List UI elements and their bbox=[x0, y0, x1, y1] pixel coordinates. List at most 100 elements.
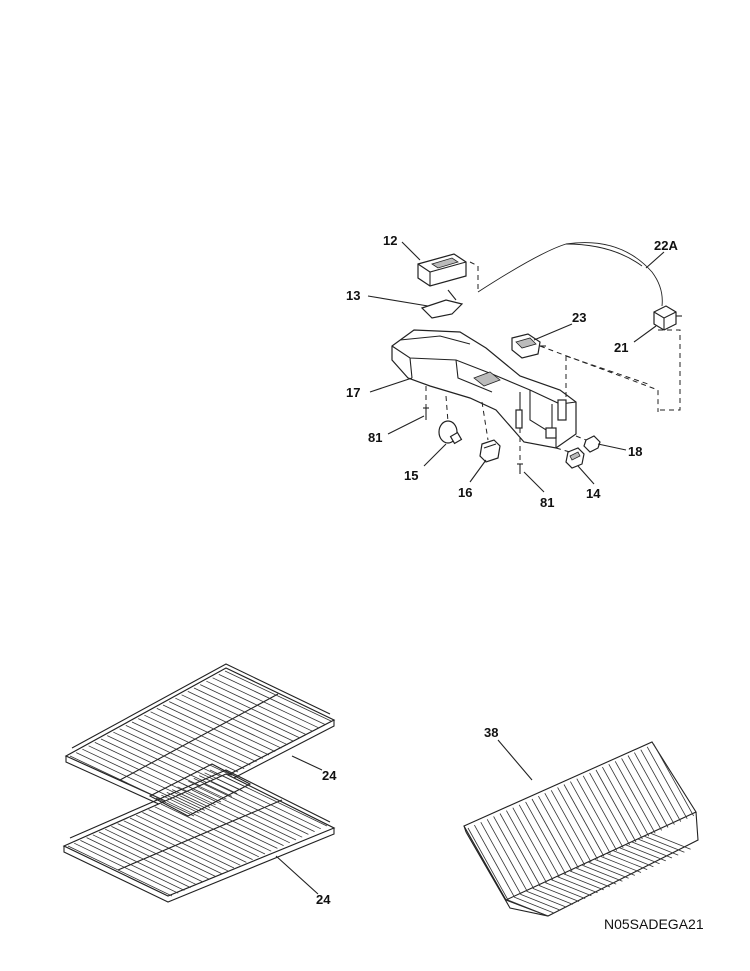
assembly-dashed-lines bbox=[425, 261, 681, 464]
shelf-support-grid bbox=[148, 763, 252, 817]
rack-wire bbox=[467, 827, 509, 901]
label-24-a: 24 bbox=[322, 768, 337, 783]
support-wire bbox=[172, 789, 211, 808]
shelf-wire bbox=[113, 731, 220, 783]
rack-wire bbox=[619, 847, 660, 865]
shelf-wire bbox=[107, 735, 214, 786]
shelf-wire bbox=[179, 795, 284, 846]
rack-wire bbox=[631, 841, 673, 859]
drawing-code: N05SADEGA21 bbox=[604, 916, 704, 932]
shelf-wire bbox=[162, 704, 270, 756]
leader-lines bbox=[367, 241, 665, 493]
rack-wire bbox=[570, 781, 611, 854]
label-23: 23 bbox=[572, 310, 586, 325]
shelf-wire bbox=[173, 798, 278, 849]
part-38-wine-rack: 38 bbox=[463, 725, 699, 917]
support-wire bbox=[166, 792, 205, 811]
label-81-a: 81 bbox=[368, 430, 382, 445]
label-15: 15 bbox=[404, 468, 418, 483]
part-12-cap bbox=[417, 253, 467, 287]
rack-wire bbox=[499, 813, 541, 886]
part-21-control bbox=[653, 305, 682, 331]
support-wire bbox=[182, 783, 222, 803]
label-16: 16 bbox=[458, 485, 472, 500]
shelf-wire bbox=[144, 714, 251, 766]
rack-wire bbox=[474, 824, 515, 898]
shelf-wire bbox=[167, 800, 272, 852]
shelf-wire bbox=[169, 701, 276, 752]
shelf-wire bbox=[82, 748, 189, 800]
support-wire bbox=[193, 778, 232, 797]
shelf-wire bbox=[69, 755, 177, 807]
rack-wire bbox=[538, 885, 580, 902]
support-wire bbox=[155, 797, 195, 817]
shelf-wire bbox=[198, 786, 303, 838]
shelf-wire bbox=[142, 812, 247, 863]
shelf-wire bbox=[74, 842, 179, 894]
rack-wire bbox=[589, 772, 630, 846]
label-38: 38 bbox=[484, 725, 498, 740]
shelf-wire bbox=[218, 674, 325, 725]
rack-wire bbox=[627, 755, 669, 828]
part-24-shelf-lower bbox=[62, 769, 336, 903]
rack-wire bbox=[493, 816, 534, 889]
rack-wire bbox=[525, 801, 566, 875]
rack-wire bbox=[518, 804, 560, 877]
rack-wire bbox=[486, 819, 528, 892]
rack-wire bbox=[644, 835, 685, 853]
rack-wire bbox=[506, 810, 547, 883]
rack-wire bbox=[544, 793, 586, 866]
part-16-socket bbox=[479, 439, 501, 463]
shelf-wire bbox=[181, 694, 288, 746]
shelf-wire bbox=[129, 817, 235, 869]
rack-wire bbox=[550, 790, 592, 863]
rack-wire bbox=[625, 844, 666, 862]
part-23-sensor bbox=[511, 333, 546, 359]
shelf-wire bbox=[119, 728, 226, 780]
rack-wire bbox=[512, 807, 554, 880]
rack-wire bbox=[520, 893, 561, 911]
support-wire bbox=[204, 772, 243, 792]
part-13-baffle bbox=[420, 289, 464, 319]
shelf-wire bbox=[136, 814, 241, 866]
rack-wire bbox=[613, 850, 654, 868]
shelf-wire bbox=[117, 823, 222, 874]
rack-wire bbox=[563, 873, 604, 891]
shelf-wire bbox=[156, 708, 263, 759]
rack-wire bbox=[551, 879, 592, 897]
rack-wire bbox=[595, 769, 637, 843]
shelf-wire bbox=[88, 745, 195, 797]
shelf-wire bbox=[86, 837, 191, 888]
label-22a: 22A bbox=[654, 238, 678, 253]
wire-shelves: 24 24 bbox=[62, 663, 337, 907]
shelf-wire bbox=[98, 831, 204, 883]
shelf-wire bbox=[191, 789, 297, 841]
rack-wire bbox=[576, 867, 617, 885]
rack-wire bbox=[650, 832, 691, 850]
shelf-wire bbox=[131, 721, 239, 773]
rack-wire bbox=[557, 787, 598, 860]
rack-wire bbox=[480, 822, 522, 895]
part-15-bulb bbox=[438, 420, 463, 445]
label-18: 18 bbox=[628, 444, 642, 459]
rack-wire bbox=[582, 775, 624, 848]
shelf-wire bbox=[123, 820, 228, 872]
support-wire bbox=[188, 780, 227, 800]
label-14: 14 bbox=[586, 486, 601, 501]
shelf-wire bbox=[150, 711, 257, 763]
rack-wire bbox=[526, 890, 567, 908]
label-12: 12 bbox=[383, 233, 397, 248]
rack-wire bbox=[588, 861, 629, 879]
shelf-wire bbox=[187, 691, 294, 742]
label-17: 17 bbox=[346, 385, 360, 400]
part-81-screw-a bbox=[423, 407, 429, 420]
part-24-shelf-upper bbox=[64, 663, 336, 811]
label-81-b: 81 bbox=[540, 495, 554, 510]
shelf-wire bbox=[67, 845, 173, 897]
rack-wire bbox=[634, 752, 675, 825]
shelf-wire bbox=[204, 784, 309, 835]
shelf-wire bbox=[160, 803, 266, 855]
rack-wire bbox=[608, 764, 650, 837]
rack-wire bbox=[607, 853, 648, 870]
